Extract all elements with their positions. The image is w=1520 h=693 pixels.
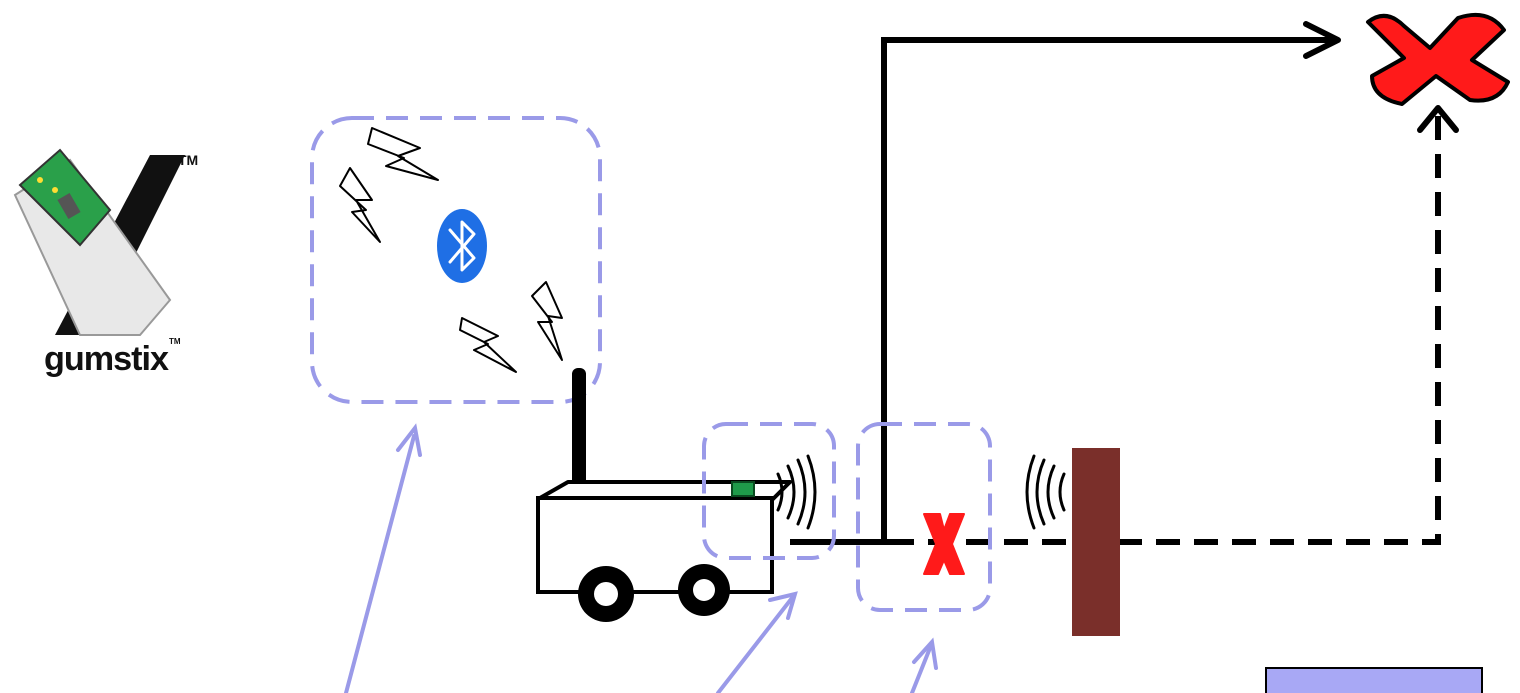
gumstix-logo-icon: TM gumstix TM xyxy=(13,148,198,378)
annotation-arrow xyxy=(344,423,422,693)
planned-path xyxy=(790,21,1459,545)
bluetooth-zone-box xyxy=(310,116,602,404)
logo-wordmark: gumstix xyxy=(44,340,169,378)
blocked-x-icon xyxy=(923,513,965,575)
goal-x-icon xyxy=(1366,13,1510,106)
bluetooth-zone xyxy=(310,116,602,404)
logo-trademark-bottom: TM xyxy=(169,337,181,346)
annotation-arrow xyxy=(910,637,938,693)
blocked-zone xyxy=(856,422,992,612)
annotation-arrows xyxy=(344,423,938,693)
sensor-wave-icon xyxy=(776,454,817,530)
lightning-icon xyxy=(367,127,439,181)
bluetooth-icon xyxy=(437,209,487,283)
logo-trademark-top: TM xyxy=(178,152,198,168)
sensor-wave-icon xyxy=(1025,454,1066,530)
legend-box xyxy=(1265,667,1483,693)
direct-path-arrowhead xyxy=(1417,105,1459,133)
annotation-arrow xyxy=(716,591,798,693)
sensor-zone-box xyxy=(702,422,836,560)
lightning-icon xyxy=(531,281,563,361)
lightning-icon xyxy=(339,167,381,243)
robot-icon xyxy=(536,368,792,622)
status-led xyxy=(731,481,755,497)
detour-path xyxy=(881,21,1341,542)
lightning-icon xyxy=(459,317,517,373)
blocked-zone-box xyxy=(856,422,992,612)
wall-obstacle xyxy=(1025,448,1120,636)
sensor-zone xyxy=(702,422,836,560)
blocked-direct-path xyxy=(890,110,1441,545)
